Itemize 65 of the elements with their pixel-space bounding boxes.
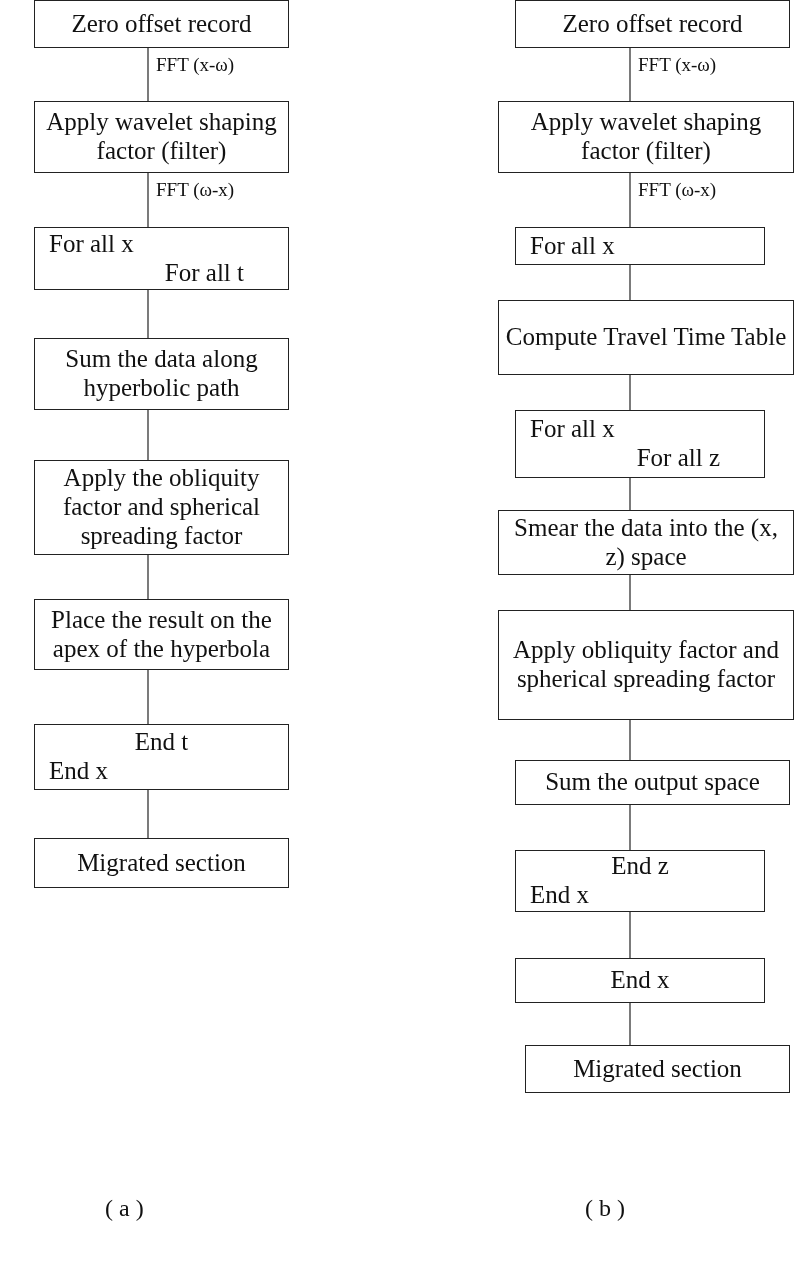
process-box bbox=[498, 610, 794, 720]
box-text: Zero offset record bbox=[561, 9, 744, 39]
connector-line bbox=[147, 289, 149, 339]
process-box bbox=[34, 0, 289, 48]
box-text: For all x bbox=[529, 231, 616, 261]
box-text: Apply obliquity factor and spherical spreading factor bbox=[512, 636, 780, 694]
connector-line bbox=[629, 911, 631, 959]
box-text: Migrated section bbox=[76, 848, 247, 878]
connector-line bbox=[629, 172, 631, 228]
process-box bbox=[34, 460, 289, 555]
box-text: End x bbox=[609, 966, 671, 995]
box-text: For all t bbox=[163, 258, 245, 288]
process-box bbox=[34, 724, 289, 790]
connector-line bbox=[629, 804, 631, 851]
process-box bbox=[34, 101, 289, 173]
connector-line bbox=[147, 789, 149, 839]
box-text: Migrated section bbox=[572, 1054, 743, 1084]
panel-label: ( b ) bbox=[585, 1195, 625, 1222]
process-box bbox=[515, 0, 790, 48]
box-text: For all x bbox=[48, 229, 135, 259]
connector-line bbox=[147, 47, 149, 102]
connector-line bbox=[629, 477, 631, 511]
box-text: Compute Travel Time Table bbox=[504, 323, 788, 352]
process-box bbox=[515, 760, 790, 805]
process-box bbox=[34, 599, 289, 670]
process-box bbox=[498, 510, 794, 575]
process-box bbox=[34, 227, 289, 290]
box-text: Place the result on the apex of the hyperbola bbox=[50, 605, 273, 664]
connector-line bbox=[629, 574, 631, 611]
box-text: Sum the output space bbox=[544, 768, 761, 797]
connector-line bbox=[629, 719, 631, 761]
connector-line bbox=[629, 1002, 631, 1046]
process-box bbox=[515, 958, 765, 1003]
connector-line bbox=[147, 172, 149, 228]
box-text: Apply wavelet shaping factor (filter) bbox=[45, 108, 278, 166]
connector-line bbox=[147, 409, 149, 461]
edge-label: FFT (x-ω) bbox=[154, 54, 237, 76]
connector-line bbox=[629, 374, 631, 411]
box-text: End x bbox=[48, 757, 110, 786]
box-text: Smear the data into the (x, z) space bbox=[513, 513, 779, 572]
box-text: Sum the data along hyperbolic path bbox=[64, 345, 259, 403]
box-text: Apply the obliquity factor and spherical spreading factor bbox=[61, 464, 262, 551]
box-text: For all x bbox=[529, 415, 616, 444]
connector-line bbox=[147, 554, 149, 600]
process-box bbox=[515, 227, 765, 265]
process-box bbox=[34, 838, 289, 888]
connector-line bbox=[629, 264, 631, 301]
box-text: Apply wavelet shaping factor (filter) bbox=[529, 108, 763, 166]
process-box bbox=[34, 338, 289, 410]
connector-line bbox=[629, 47, 631, 102]
process-box bbox=[515, 850, 765, 912]
box-text: End z bbox=[610, 852, 670, 881]
process-box bbox=[515, 410, 765, 478]
edge-label: FFT (ω-x) bbox=[154, 179, 237, 201]
box-text: For all z bbox=[635, 444, 721, 473]
box-text: End x bbox=[529, 881, 591, 910]
box-text: End t bbox=[133, 728, 190, 757]
edge-label: FFT (ω-x) bbox=[636, 179, 719, 201]
process-box bbox=[498, 300, 794, 375]
connector-line bbox=[147, 669, 149, 725]
panel-label: ( a ) bbox=[105, 1195, 144, 1222]
process-box bbox=[498, 101, 794, 173]
process-box bbox=[525, 1045, 790, 1093]
box-text: Zero offset record bbox=[70, 9, 253, 39]
edge-label: FFT (x-ω) bbox=[636, 54, 719, 76]
